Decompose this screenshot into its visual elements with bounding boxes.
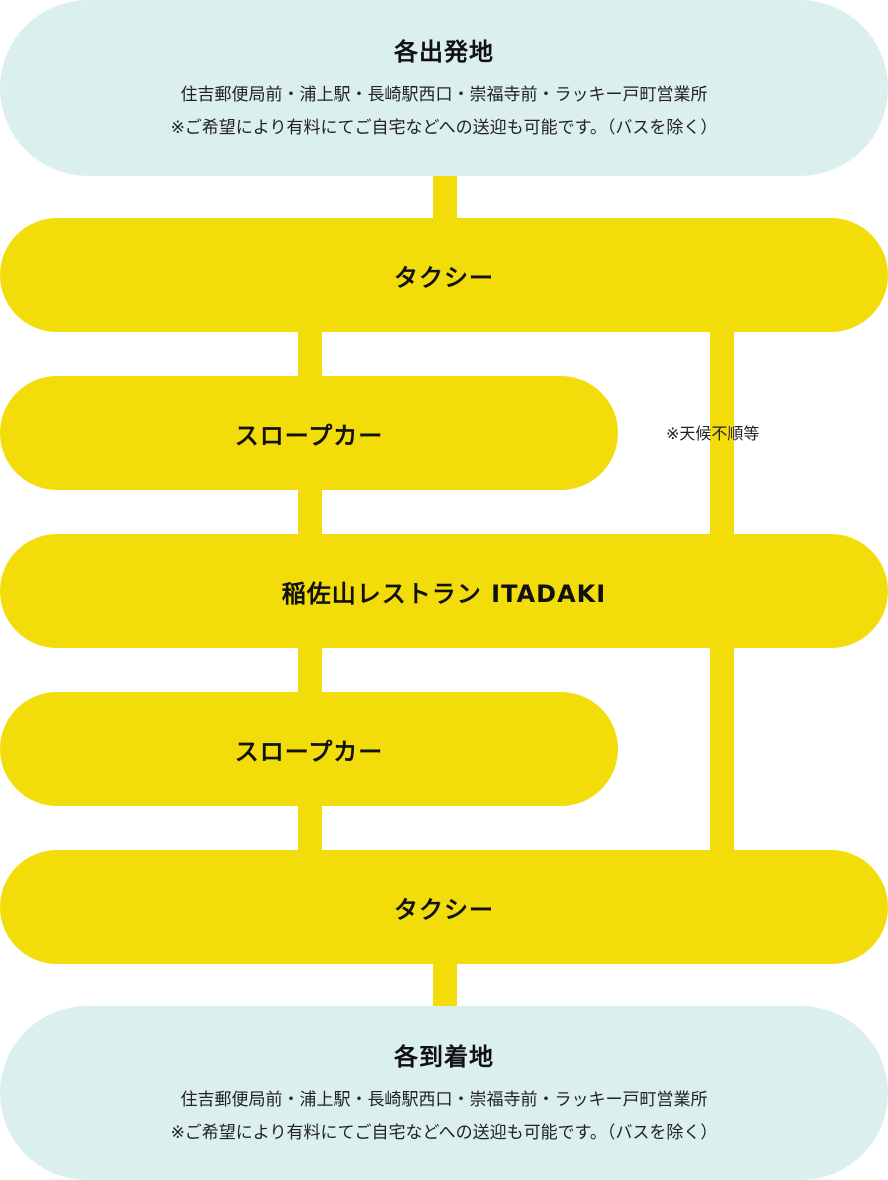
destination-locations: 住吉郵便局前・浦上駅・長崎駅西口・崇福寺前・ラッキー戸町営業所 — [180, 1089, 708, 1110]
step-taxi-2: タクシー — [0, 850, 888, 964]
origin-locations: 住吉郵便局前・浦上駅・長崎駅西口・崇福寺前・ラッキー戸町営業所 — [180, 84, 708, 105]
destination-title: 各到着地 — [394, 1042, 494, 1071]
step-label: タクシー — [394, 263, 494, 292]
bypass-note: ※天候不順等 — [666, 424, 760, 443]
origin-title: 各出発地 — [394, 37, 494, 66]
step-label: タクシー — [394, 895, 494, 924]
step-restaurant: 稲佐山レストラン ITADAKI — [0, 534, 888, 648]
connector-slopecar-restaurant — [298, 484, 322, 540]
connector-slopecar-taxi — [298, 800, 322, 856]
connector-origin-taxi — [433, 170, 457, 224]
connector-restaurant-slopecar — [298, 642, 322, 698]
step-taxi-1: タクシー — [0, 218, 888, 332]
destination-note: ※ご希望により有料にてご自宅などへの送迎も可能です。（バスを除く） — [170, 1122, 718, 1143]
step-label: スロープカー — [234, 737, 384, 766]
connector-taxi-destination — [433, 958, 457, 1014]
origin-note: ※ご希望により有料にてご自宅などへの送迎も可能です。（バスを除く） — [170, 117, 718, 138]
step-slopecar-2: スロープカー — [0, 692, 618, 806]
connector-taxi-slopecar — [298, 326, 322, 382]
destination-node: 各到着地 住吉郵便局前・浦上駅・長崎駅西口・崇福寺前・ラッキー戸町営業所 ※ご希… — [0, 1006, 888, 1180]
bypass-line-upper — [710, 326, 734, 540]
bypass-line-lower — [710, 642, 734, 856]
step-label: スロープカー — [234, 421, 384, 450]
step-slopecar-1: スロープカー — [0, 376, 618, 490]
step-label: 稲佐山レストラン ITADAKI — [281, 579, 607, 608]
origin-node: 各出発地 住吉郵便局前・浦上駅・長崎駅西口・崇福寺前・ラッキー戸町営業所 ※ご希… — [0, 0, 888, 176]
